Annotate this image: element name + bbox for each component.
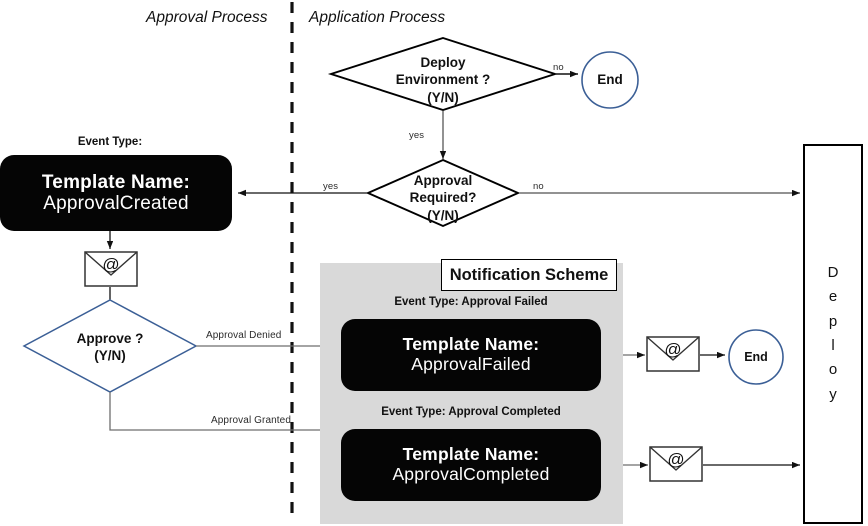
approve-line-2: (Y/N) — [94, 348, 126, 364]
deploy-environment-label[interactable]: Deploy Environment ? (Y/N) — [373, 54, 513, 106]
end-mid-label: End — [744, 350, 768, 364]
approval-required-line-3: (Y/N) — [427, 207, 459, 223]
approval-failed-line-1: Template Name: — [402, 334, 540, 355]
approval-completed-caption: Event Type: Approval Completed — [381, 406, 561, 418]
approval-required-line-1: Approval — [413, 173, 473, 188]
mail-icon-1: @ — [85, 252, 137, 286]
edge-label-approval-required-no: no — [533, 181, 544, 192]
deploy-letter-2: e — [828, 288, 838, 306]
approve-label[interactable]: Approve ? (Y/N) — [55, 330, 165, 365]
approval-failed-line-2: ApprovalFailed — [411, 354, 531, 374]
edge-label-approval-required-yes: yes — [323, 181, 339, 192]
approval-created-line-2: ApprovalCreated — [43, 193, 189, 214]
deploy-environment-line-3: (Y/N) — [427, 89, 459, 105]
envelope-2-shape — [646, 336, 700, 372]
end-circle-top — [581, 51, 639, 109]
approval-required-line-2: Required? — [409, 190, 477, 206]
deploy-letter-3: p — [828, 312, 838, 330]
approve-line-1: Approve ? — [76, 331, 144, 346]
edge-label-deploy-env-no: no — [553, 62, 564, 73]
mail-icon-2-glyph: @ — [664, 339, 682, 359]
envelope-3-shape — [649, 446, 703, 482]
mail-icon-1-glyph: @ — [102, 254, 120, 274]
approval-completed-line-2: ApprovalCompleted — [392, 464, 550, 484]
approval-created-caption: Event Type: — [77, 136, 143, 148]
mail-icon-3: @ — [650, 447, 702, 481]
edge-label-deploy-env-yes: yes — [409, 130, 425, 141]
deploy-letter-4: l — [831, 337, 835, 354]
lane-title-application-process: Application Process — [309, 9, 446, 26]
deploy-letter-1: D — [827, 264, 839, 282]
deploy-environment-diamond — [327, 37, 559, 111]
deploy-letter-5: o — [828, 361, 838, 379]
approval-required-label[interactable]: Approval Required? (Y/N) — [383, 172, 503, 224]
edge-approve-granted — [109, 392, 337, 434]
mail-icon-2: @ — [647, 337, 699, 371]
approval-failed-caption: Event Type: Approval Failed — [394, 296, 548, 308]
notification-scheme-title: Notification Scheme — [441, 259, 617, 291]
approval-created-box[interactable]: Template Name: ApprovalCreated — [0, 155, 232, 231]
mail-icon-3-glyph: @ — [667, 449, 685, 469]
edge-label-approve-granted: Approval Granted — [211, 415, 291, 426]
end-top-label: End — [597, 72, 623, 87]
deploy-letter-6: y — [829, 385, 837, 403]
deploy-environment-line-1: Deploy — [420, 55, 466, 70]
deploy-box[interactable]: D e p l o y — [803, 144, 863, 524]
end-circle-mid — [728, 329, 784, 385]
approval-failed-box[interactable]: Template Name: ApprovalFailed — [341, 319, 601, 391]
deploy-environment-line-2: Environment ? — [395, 72, 491, 88]
approval-required-diamond — [365, 158, 521, 228]
approval-completed-box[interactable]: Template Name: ApprovalCompleted — [341, 429, 601, 501]
approval-completed-line-1: Template Name: — [402, 444, 540, 465]
envelope-1-shape — [84, 251, 138, 287]
lane-title-approval-process: Approval Process — [146, 9, 268, 26]
edge-label-approve-denied: Approval Denied — [206, 330, 282, 341]
approval-created-line-1: Template Name: — [41, 171, 191, 193]
